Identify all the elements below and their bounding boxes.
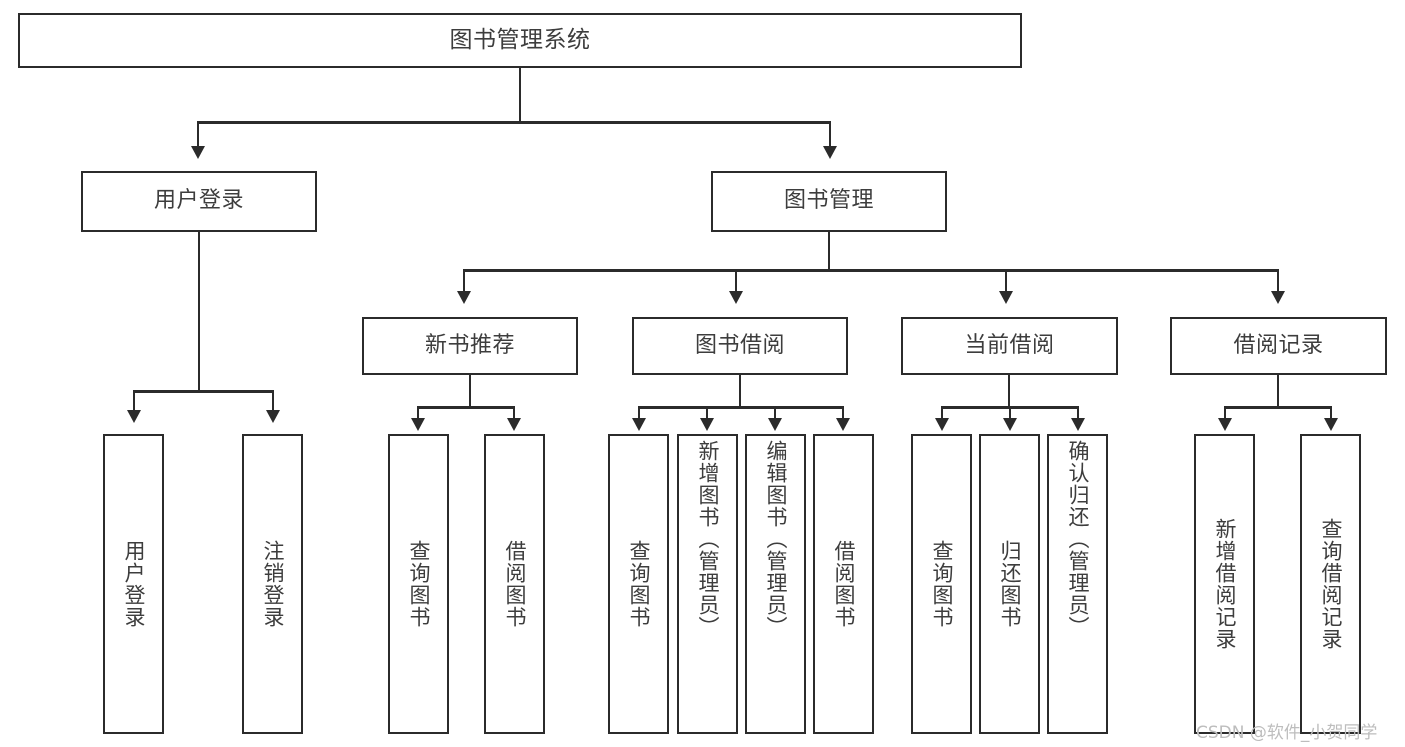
connector-book-borrow-child-1 [706,406,708,420]
arrow-to-user-login [191,146,205,159]
arrow-current-borrow-child-0 [935,418,949,431]
node-label: 注销登录 [260,540,285,628]
arrow-book-borrow-child-0 [632,418,646,431]
leaf-borrow-edit-book[interactable]: 编辑图书（管理员） [745,434,806,734]
connector-new-book-bar [417,406,515,409]
connector-book-mgmt-child-1 [735,269,737,293]
node-borrow-records[interactable]: 借阅记录 [1170,317,1387,375]
node-label: 新增图书（管理员） [695,440,720,638]
leaf-current-confirm-return[interactable]: 确认归还（管理员） [1047,434,1108,734]
connector-book-mgmt-child-0 [463,269,465,293]
arrow-book-mgmt-child-3 [1271,291,1285,304]
node-book-management[interactable]: 图书管理 [711,171,947,232]
arrow-current-borrow-child-2 [1071,418,1085,431]
connector-book-mgmt-stem [828,232,830,271]
arrow-user-login-child-0 [127,410,141,423]
connector-book-borrow-stem [739,375,741,408]
connector-book-borrow-child-2 [774,406,776,420]
connector-root-bar [197,121,831,124]
arrow-book-mgmt-child-0 [457,291,471,304]
connector-root-stem [519,68,521,123]
arrow-book-mgmt-child-1 [729,291,743,304]
connector-current-borrow-stem [1008,375,1010,408]
leaf-new-book-search[interactable]: 查询图书 [388,434,449,734]
connector-records-stem [1277,375,1279,408]
node-label: 当前借阅 [964,332,1055,358]
connector-current-borrow-child-0 [941,406,943,420]
arrow-user-login-child-1 [266,410,280,423]
connector-new-book-stem [469,375,471,408]
connector-book-borrow-child-3 [842,406,844,420]
arrow-book-borrow-child-3 [836,418,850,431]
csdn-watermark: CSDN @软件_小贺同学 [1196,723,1378,743]
node-label: 归还图书 [997,540,1022,628]
node-current-borrow[interactable]: 当前借阅 [901,317,1118,375]
node-label: 用户登录 [153,188,244,214]
connector-book-borrow-bar [638,406,844,409]
node-label: 图书管理 [783,188,874,214]
arrow-book-borrow-child-2 [768,418,782,431]
connector-book-mgmt-child-2 [1005,269,1007,293]
node-label: 新书推荐 [424,332,515,358]
connector-records-child-0 [1224,406,1226,420]
connector-user-login-child-1 [272,390,274,412]
arrow-book-mgmt-child-2 [999,291,1013,304]
node-label: 查询图书 [406,540,431,628]
arrow-book-borrow-child-1 [700,418,714,431]
arrow-records-child-0 [1218,418,1232,431]
node-label: 图书管理系统 [449,26,591,53]
connector-current-borrow-child-1 [1009,406,1011,420]
node-label: 借阅图书 [831,540,856,628]
node-label: 用户登录 [121,540,146,628]
node-user-login[interactable]: 用户登录 [81,171,317,232]
connector-records-bar [1224,406,1332,409]
leaf-borrow-add-book[interactable]: 新增图书（管理员） [677,434,738,734]
node-label: 查询借阅记录 [1318,518,1343,650]
leaf-borrow-borrow-book[interactable]: 借阅图书 [813,434,874,734]
arrow-records-child-1 [1324,418,1338,431]
leaf-new-book-borrow[interactable]: 借阅图书 [484,434,545,734]
node-root-system[interactable]: 图书管理系统 [18,13,1022,68]
arrow-to-book-mgmt [823,146,837,159]
arrow-new-book-child-0 [411,418,425,431]
connector-to-user-login [197,121,199,148]
node-label: 新增借阅记录 [1212,518,1237,650]
node-label: 借阅图书 [502,540,527,628]
node-label: 确认归还（管理员） [1065,440,1090,638]
connector-user-login-stem [198,232,200,392]
node-label: 查询图书 [626,540,651,628]
leaf-current-search-book[interactable]: 查询图书 [911,434,972,734]
connector-book-mgmt-bar [463,269,1279,272]
connector-to-book-mgmt [829,121,831,148]
node-label: 查询图书 [929,540,954,628]
leaf-user-login[interactable]: 用户登录 [103,434,164,734]
leaf-add-borrow-record[interactable]: 新增借阅记录 [1194,434,1255,734]
connector-book-borrow-child-0 [638,406,640,420]
leaf-search-borrow-record[interactable]: 查询借阅记录 [1300,434,1361,734]
leaf-borrow-search-book[interactable]: 查询图书 [608,434,669,734]
leaf-current-return-book[interactable]: 归还图书 [979,434,1040,734]
node-book-borrow[interactable]: 图书借阅 [632,317,848,375]
connector-new-book-child-0 [417,406,419,420]
node-label: 编辑图书（管理员） [763,440,788,638]
connector-user-login-child-0 [133,390,135,412]
leaf-logout[interactable]: 注销登录 [242,434,303,734]
node-new-book-recommend[interactable]: 新书推荐 [362,317,578,375]
connector-records-child-1 [1330,406,1332,420]
connector-current-borrow-child-2 [1077,406,1079,420]
connector-user-login-bar [133,390,273,393]
node-label: 图书借阅 [694,332,785,358]
connector-new-book-child-1 [513,406,515,420]
arrow-current-borrow-child-1 [1003,418,1017,431]
arrow-new-book-child-1 [507,418,521,431]
node-label: 借阅记录 [1233,332,1324,358]
connector-book-mgmt-child-3 [1277,269,1279,293]
